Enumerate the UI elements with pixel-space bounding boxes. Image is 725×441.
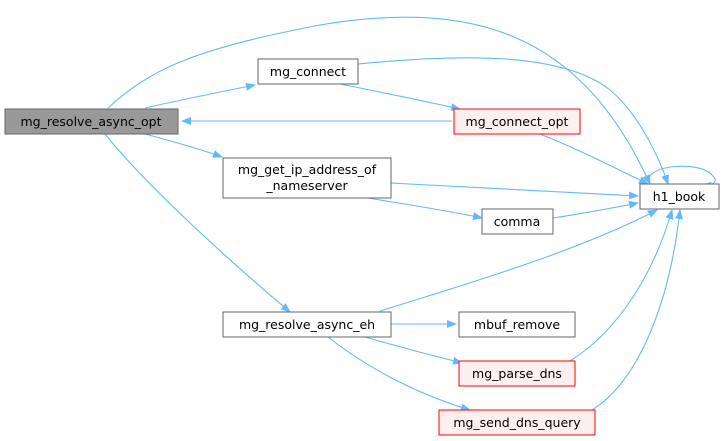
- edge-root-to-h1book: [107, 16, 651, 185]
- node-label: comma: [494, 214, 541, 229]
- edge-reseh-to-parse: [364, 336, 463, 365]
- edge-getip-to-comma: [361, 196, 483, 220]
- node-comma[interactable]: comma: [481, 208, 554, 235]
- node-label-line2: _nameserver: [265, 178, 348, 193]
- node-label: mbuf_remove: [474, 317, 560, 332]
- edge-parse-to-h1book: [569, 209, 674, 362]
- edge-root-to-getip: [144, 133, 223, 158]
- edge-reseh-to-h1book: [379, 209, 658, 312]
- node-label: mg_connect_opt: [466, 114, 569, 129]
- node-label-line1: mg_get_ip_address_of: [238, 162, 377, 177]
- edge-reseh-to-send: [327, 336, 471, 412]
- node-mg-get-ip-address-of-nameserver[interactable]: mg_get_ip_address_of _nameserver: [222, 157, 392, 199]
- node-mg-send-dns-query[interactable]: mg_send_dns_query: [438, 409, 596, 436]
- edge-h1book-self: [648, 165, 716, 190]
- node-label: h1_book: [653, 189, 706, 204]
- edge-root-to-reseh: [104, 133, 291, 313]
- edge-comma-to-h1book: [552, 200, 639, 219]
- node-label: mg_parse_dns: [472, 366, 562, 381]
- node-label: mg_resolve_async_opt: [21, 114, 162, 129]
- edge-connectopt-to-h1book: [539, 133, 649, 185]
- node-mbuf-remove[interactable]: mbuf_remove: [458, 311, 576, 338]
- edges: [104, 16, 716, 412]
- node-label: mg_resolve_async_eh: [239, 317, 375, 332]
- node-mg-resolve-async-opt[interactable]: mg_resolve_async_opt: [4, 108, 179, 135]
- node-mg-parse-dns[interactable]: mg_parse_dns: [458, 360, 576, 387]
- edge-send-to-h1book: [591, 209, 683, 411]
- node-mg-resolve-async-eh[interactable]: mg_resolve_async_eh: [222, 311, 392, 338]
- edge-connect-to-h1book: [357, 57, 669, 185]
- node-h1-book[interactable]: h1_book: [639, 183, 720, 210]
- node-mg-connect-opt[interactable]: mg_connect_opt: [453, 108, 581, 135]
- node-label: mg_send_dns_query: [453, 415, 581, 430]
- node-label: mg_connect: [270, 64, 346, 79]
- edge-getip-to-h1book: [390, 182, 639, 200]
- edge-connect-to-connectopt: [339, 83, 461, 111]
- edge-root-to-connect: [144, 82, 256, 109]
- nodes: mg_resolve_async_opt mg_connect mg_conne…: [4, 58, 720, 436]
- node-mg-connect[interactable]: mg_connect: [257, 58, 359, 85]
